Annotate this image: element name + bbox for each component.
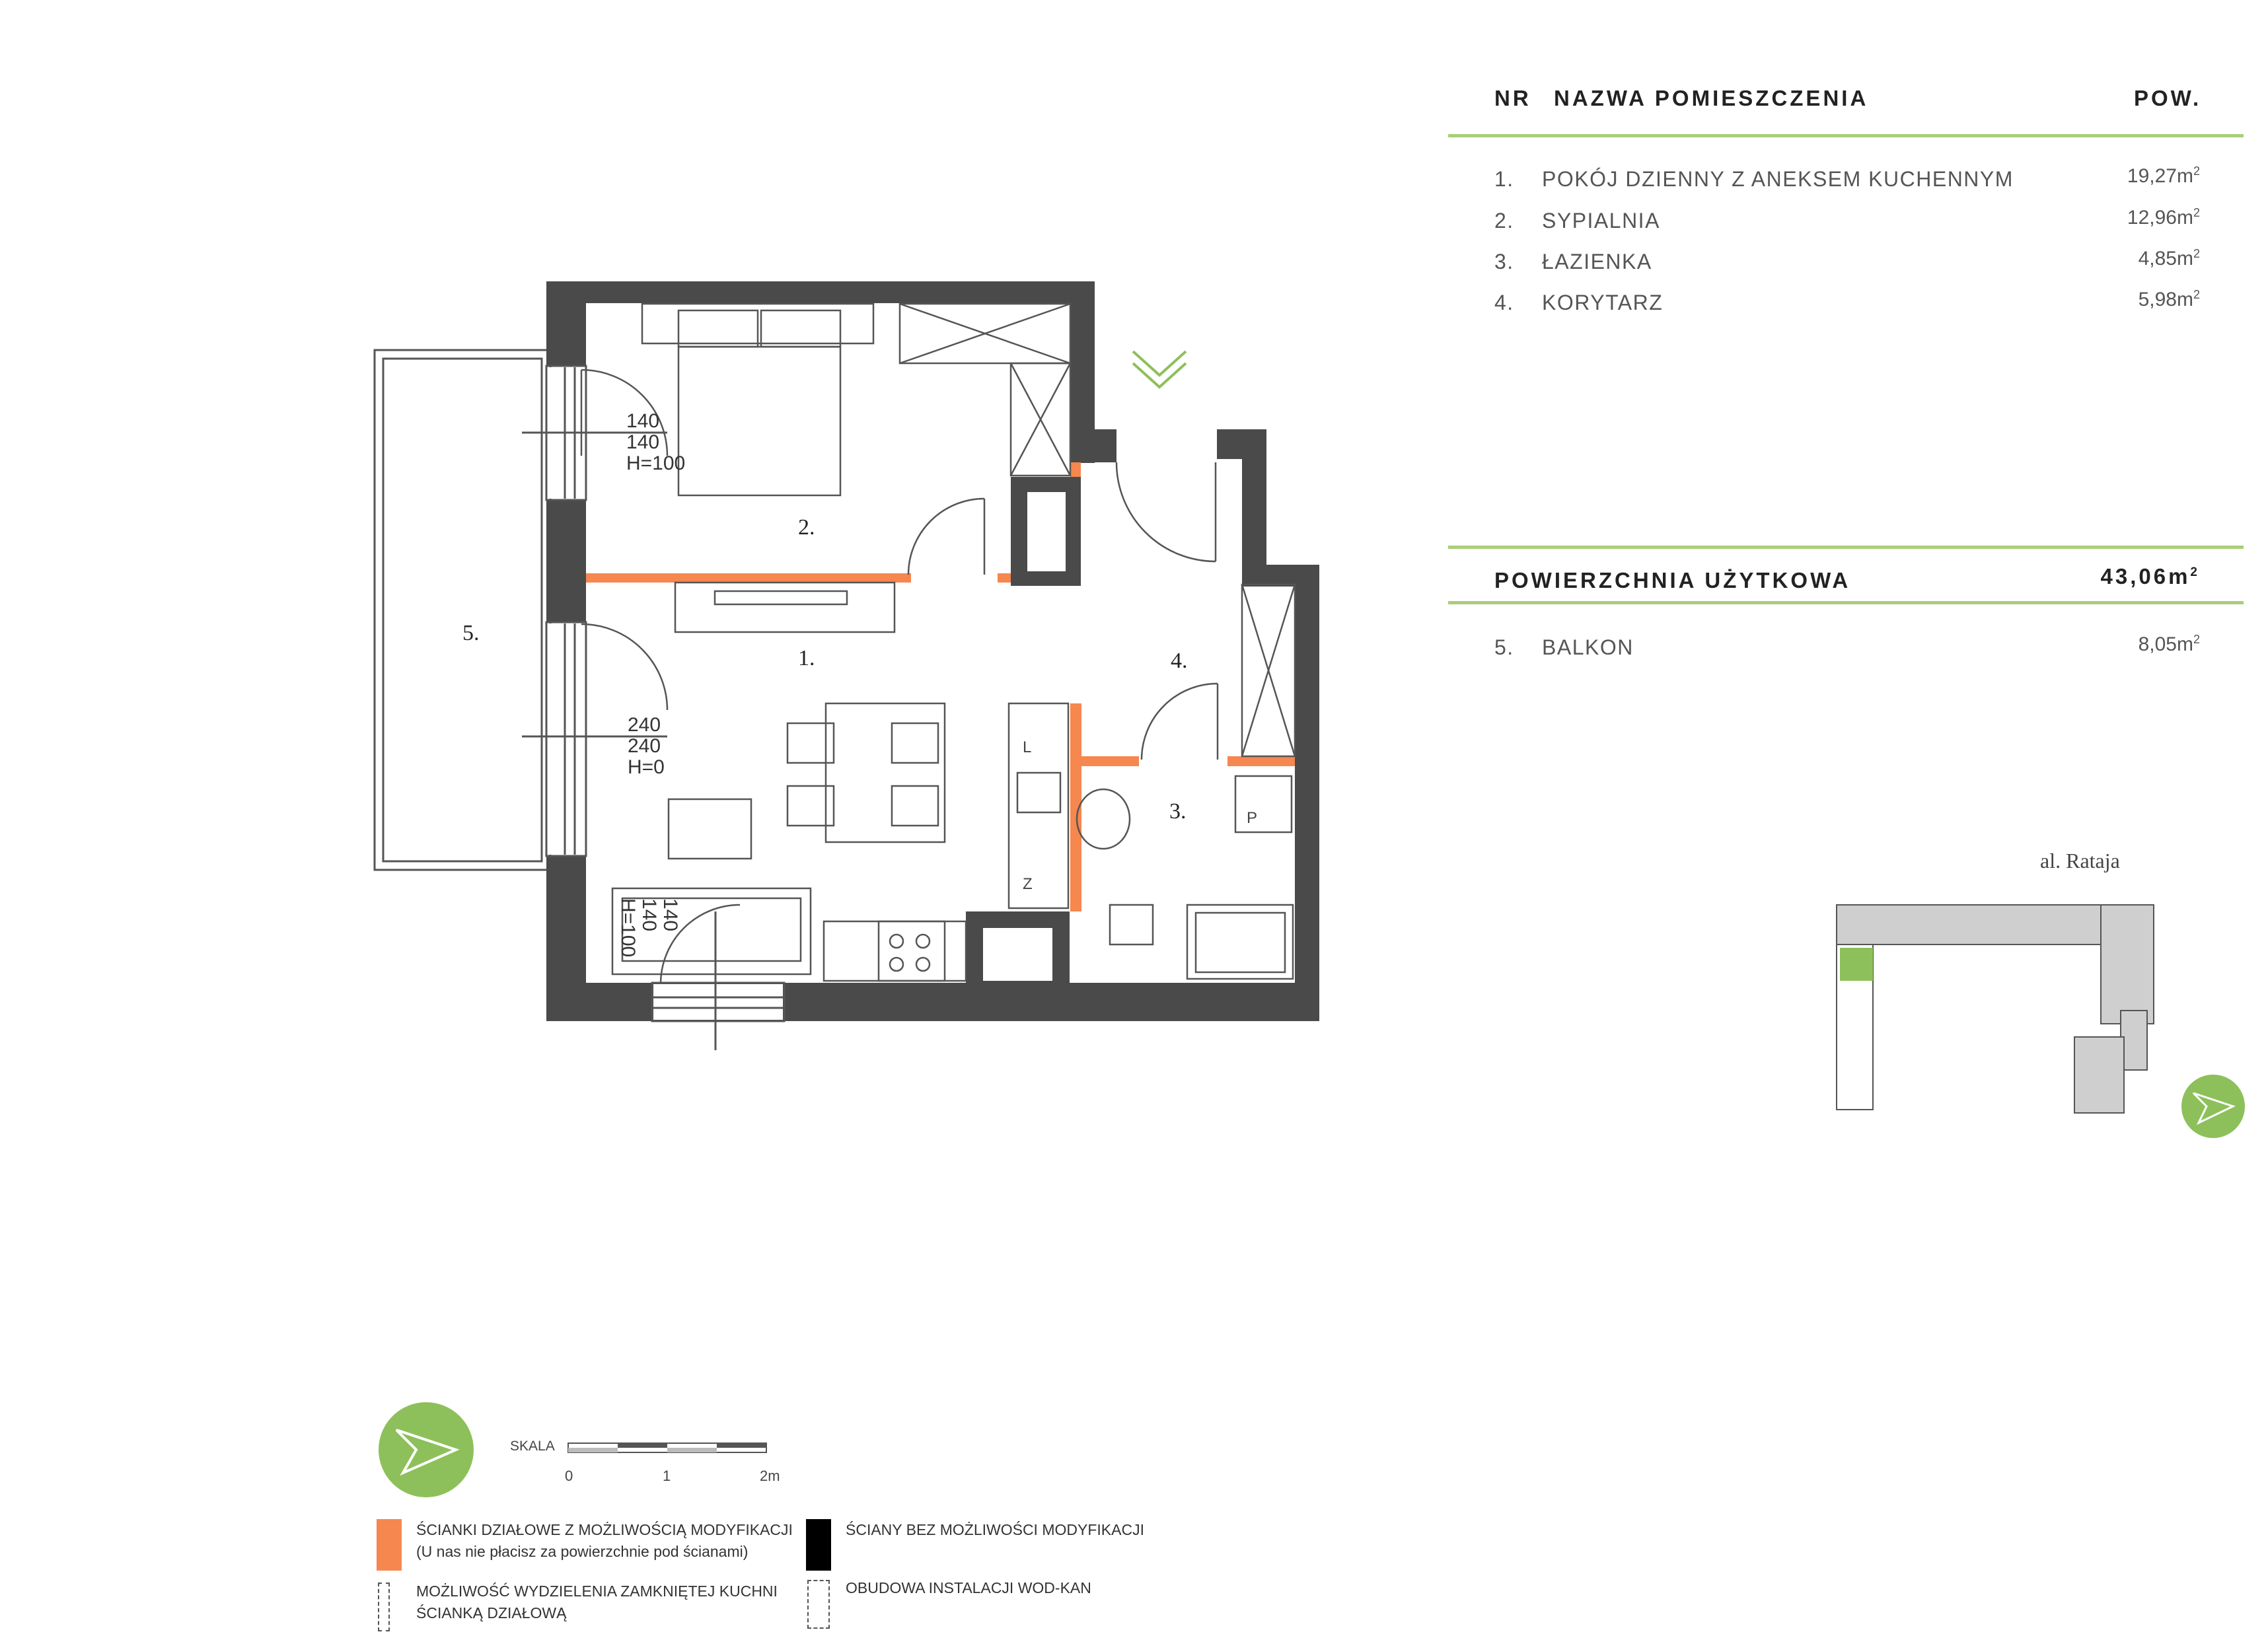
legend-black-text: ŚCIANY BEZ MOŻLIWOŚCI MODYFIKACJI — [846, 1521, 1144, 1538]
scale-tick-2: 2m — [760, 1468, 780, 1484]
door-swings — [580, 369, 1219, 985]
header-divider — [1448, 134, 2244, 137]
room-area: 19,27m2 — [2127, 164, 2200, 187]
room-area: 12,96m2 — [2127, 206, 2200, 229]
room-nr: 1. — [1494, 167, 1514, 191]
appliance-letter-l: L — [1023, 738, 1032, 756]
balcony-nr: 5. — [1494, 635, 1514, 659]
usable-divider-bottom — [1448, 601, 2244, 604]
usable-divider-top — [1448, 546, 2244, 549]
living-furniture — [611, 581, 1070, 982]
scale-tick-0: 0 — [565, 1468, 573, 1484]
header-room-name: NAZWA POMIESZCZENIA — [1554, 86, 1869, 110]
legend-black-swatch — [806, 1519, 831, 1571]
legend-dashed-swatch-1 — [378, 1583, 390, 1631]
shaft-inner — [983, 928, 1052, 981]
room-nr: 4. — [1494, 291, 1514, 314]
site-map — [1836, 904, 2154, 1114]
north-arrow-icon — [379, 1402, 474, 1497]
room-nr: 3. — [1494, 250, 1514, 273]
room-label-4: 4. — [1171, 649, 1188, 673]
room-name: KORYTARZ — [1542, 291, 1664, 314]
header-nr: NR — [1494, 86, 1531, 110]
room-label-3: 3. — [1169, 799, 1187, 824]
scale-bar — [567, 1442, 767, 1453]
balcony-area: 8,05m2 — [2138, 633, 2200, 655]
legend-dashed-swatch-2 — [807, 1580, 830, 1629]
room-area: 5,98m2 — [2138, 288, 2200, 310]
room-name: ŁAZIENKA — [1542, 250, 1652, 273]
shaft-inner — [1027, 492, 1066, 571]
usable-area-value: 43,06m2 — [2100, 564, 2200, 588]
appliance-letter-p: P — [1247, 809, 1258, 827]
entrance-arrow-icon — [1132, 350, 1187, 389]
room-label-2: 2. — [798, 515, 815, 540]
room-label-1: 1. — [798, 646, 815, 670]
legend-dashed-text-2: OBUDOWA INSTALACJI WOD-KAN — [846, 1579, 1091, 1596]
scale-tick-1: 1 — [663, 1468, 671, 1484]
room-nr: 2. — [1494, 209, 1514, 232]
balcony-name: BALKON — [1542, 635, 1634, 659]
bathroom-fixtures — [1076, 583, 1296, 980]
room-name: SYPIALNIA — [1542, 209, 1660, 232]
header-area: POW. — [2134, 86, 2202, 110]
room-name: POKÓJ DZIENNY Z ANEKSEM KUCHENNYM — [1542, 167, 2014, 191]
bedroom-furniture — [641, 303, 1072, 497]
legend-orange-swatch — [377, 1519, 402, 1571]
room-label-5: 5. — [462, 621, 480, 645]
balcony-outline — [373, 349, 552, 871]
apartment-marker — [1840, 948, 1873, 981]
street-name: al. Rataja — [2040, 849, 2120, 872]
room-area: 4,85m2 — [2138, 247, 2200, 269]
floor-plan — [373, 281, 1319, 1050]
usable-area-label: POWIERZCHNIA UŻYTKOWA — [1494, 568, 1851, 592]
appliance-letter-z: Z — [1023, 875, 1033, 893]
window-frames — [522, 367, 783, 1050]
scale-label: SKALA — [510, 1439, 555, 1454]
legend-orange-text: ŚCIANKI DZIAŁOWE Z MOŻLIWOŚCIĄ MODYFIKAC… — [416, 1521, 793, 1560]
partition-walls — [586, 462, 1295, 911]
north-arrow-small-icon — [2181, 1075, 2245, 1138]
